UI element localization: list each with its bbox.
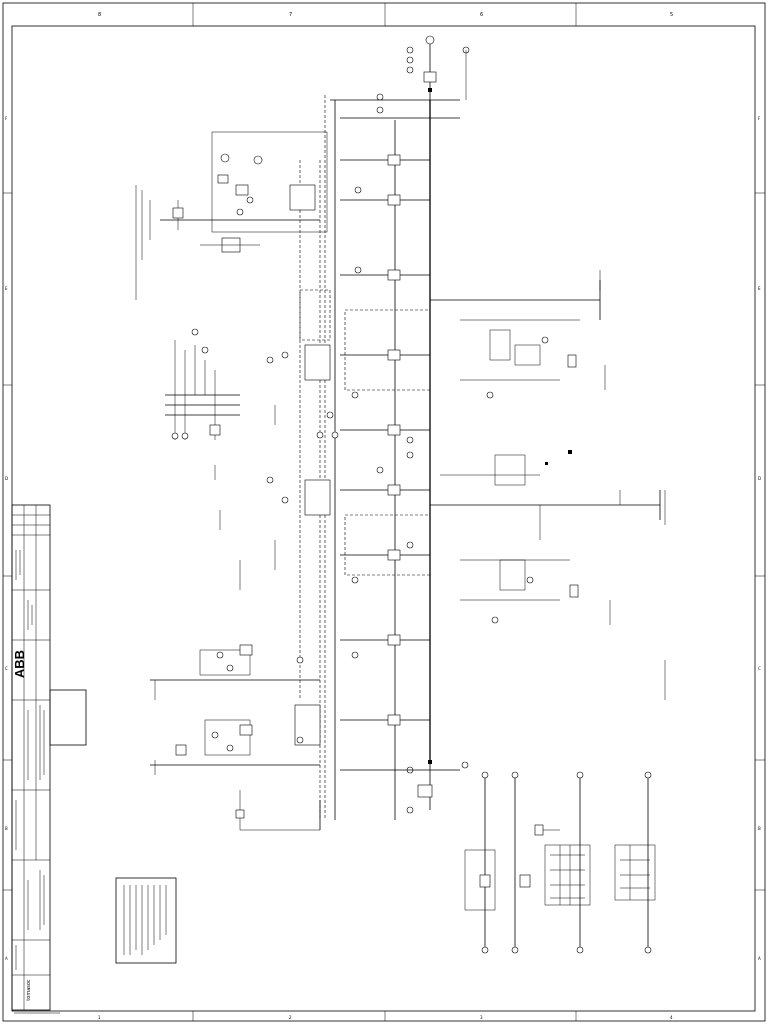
zone-letter: E bbox=[5, 286, 8, 291]
zone-letter: D bbox=[758, 476, 761, 481]
zone-letter: B bbox=[5, 826, 8, 831]
feeder-rows bbox=[340, 154, 430, 726]
breaker-markers bbox=[266, 93, 414, 814]
zone-letter: F bbox=[758, 116, 761, 121]
zone-letter: C bbox=[5, 666, 8, 671]
metering-detail-left bbox=[165, 328, 240, 440]
control-unit-upper bbox=[160, 131, 328, 253]
drawing-frame bbox=[11, 25, 756, 1012]
label-stubs bbox=[135, 185, 666, 775]
zone-number: 4 bbox=[670, 1015, 673, 1020]
zone-letter: F bbox=[5, 116, 8, 121]
top-zone-markers: 8 7 6 5 bbox=[98, 3, 673, 26]
left-zone-markers: F E D C B A bbox=[3, 116, 12, 961]
zone-number: 5 bbox=[670, 12, 673, 18]
zone-number: 6 bbox=[480, 12, 483, 18]
bottom-zone-markers: 1 2 3 4 bbox=[98, 1011, 673, 1021]
right-zone-markers: F E D C B A bbox=[755, 116, 765, 961]
zone-letter: B bbox=[758, 826, 761, 831]
incoming-feeder-top bbox=[330, 35, 470, 119]
zone-number: 2 bbox=[289, 1015, 292, 1020]
revision-note-box bbox=[49, 689, 87, 746]
company-logo: ABB bbox=[12, 650, 27, 678]
legend-box bbox=[115, 877, 177, 964]
zone-letter: C bbox=[758, 666, 761, 671]
incoming-feeder-bottom bbox=[340, 760, 469, 820]
protection-dashed-boxes bbox=[294, 289, 431, 746]
zone-letter: A bbox=[5, 956, 8, 961]
auxiliary-schematics bbox=[464, 771, 656, 954]
zone-letter: E bbox=[758, 286, 761, 291]
footer-logo: tomasoc bbox=[26, 979, 32, 1001]
zone-number: 1 bbox=[98, 1015, 101, 1020]
zone-number: 7 bbox=[289, 12, 292, 18]
zone-letter: A bbox=[758, 956, 761, 961]
zone-number: 8 bbox=[98, 12, 101, 18]
terminal-marks bbox=[428, 88, 572, 764]
zone-number: 3 bbox=[480, 1015, 483, 1020]
outgoing-feeders-right bbox=[430, 280, 661, 624]
title-block: ABB tomasoc bbox=[11, 504, 87, 1011]
zone-letter: D bbox=[5, 476, 8, 481]
feeder-section-lower-left bbox=[150, 644, 321, 831]
